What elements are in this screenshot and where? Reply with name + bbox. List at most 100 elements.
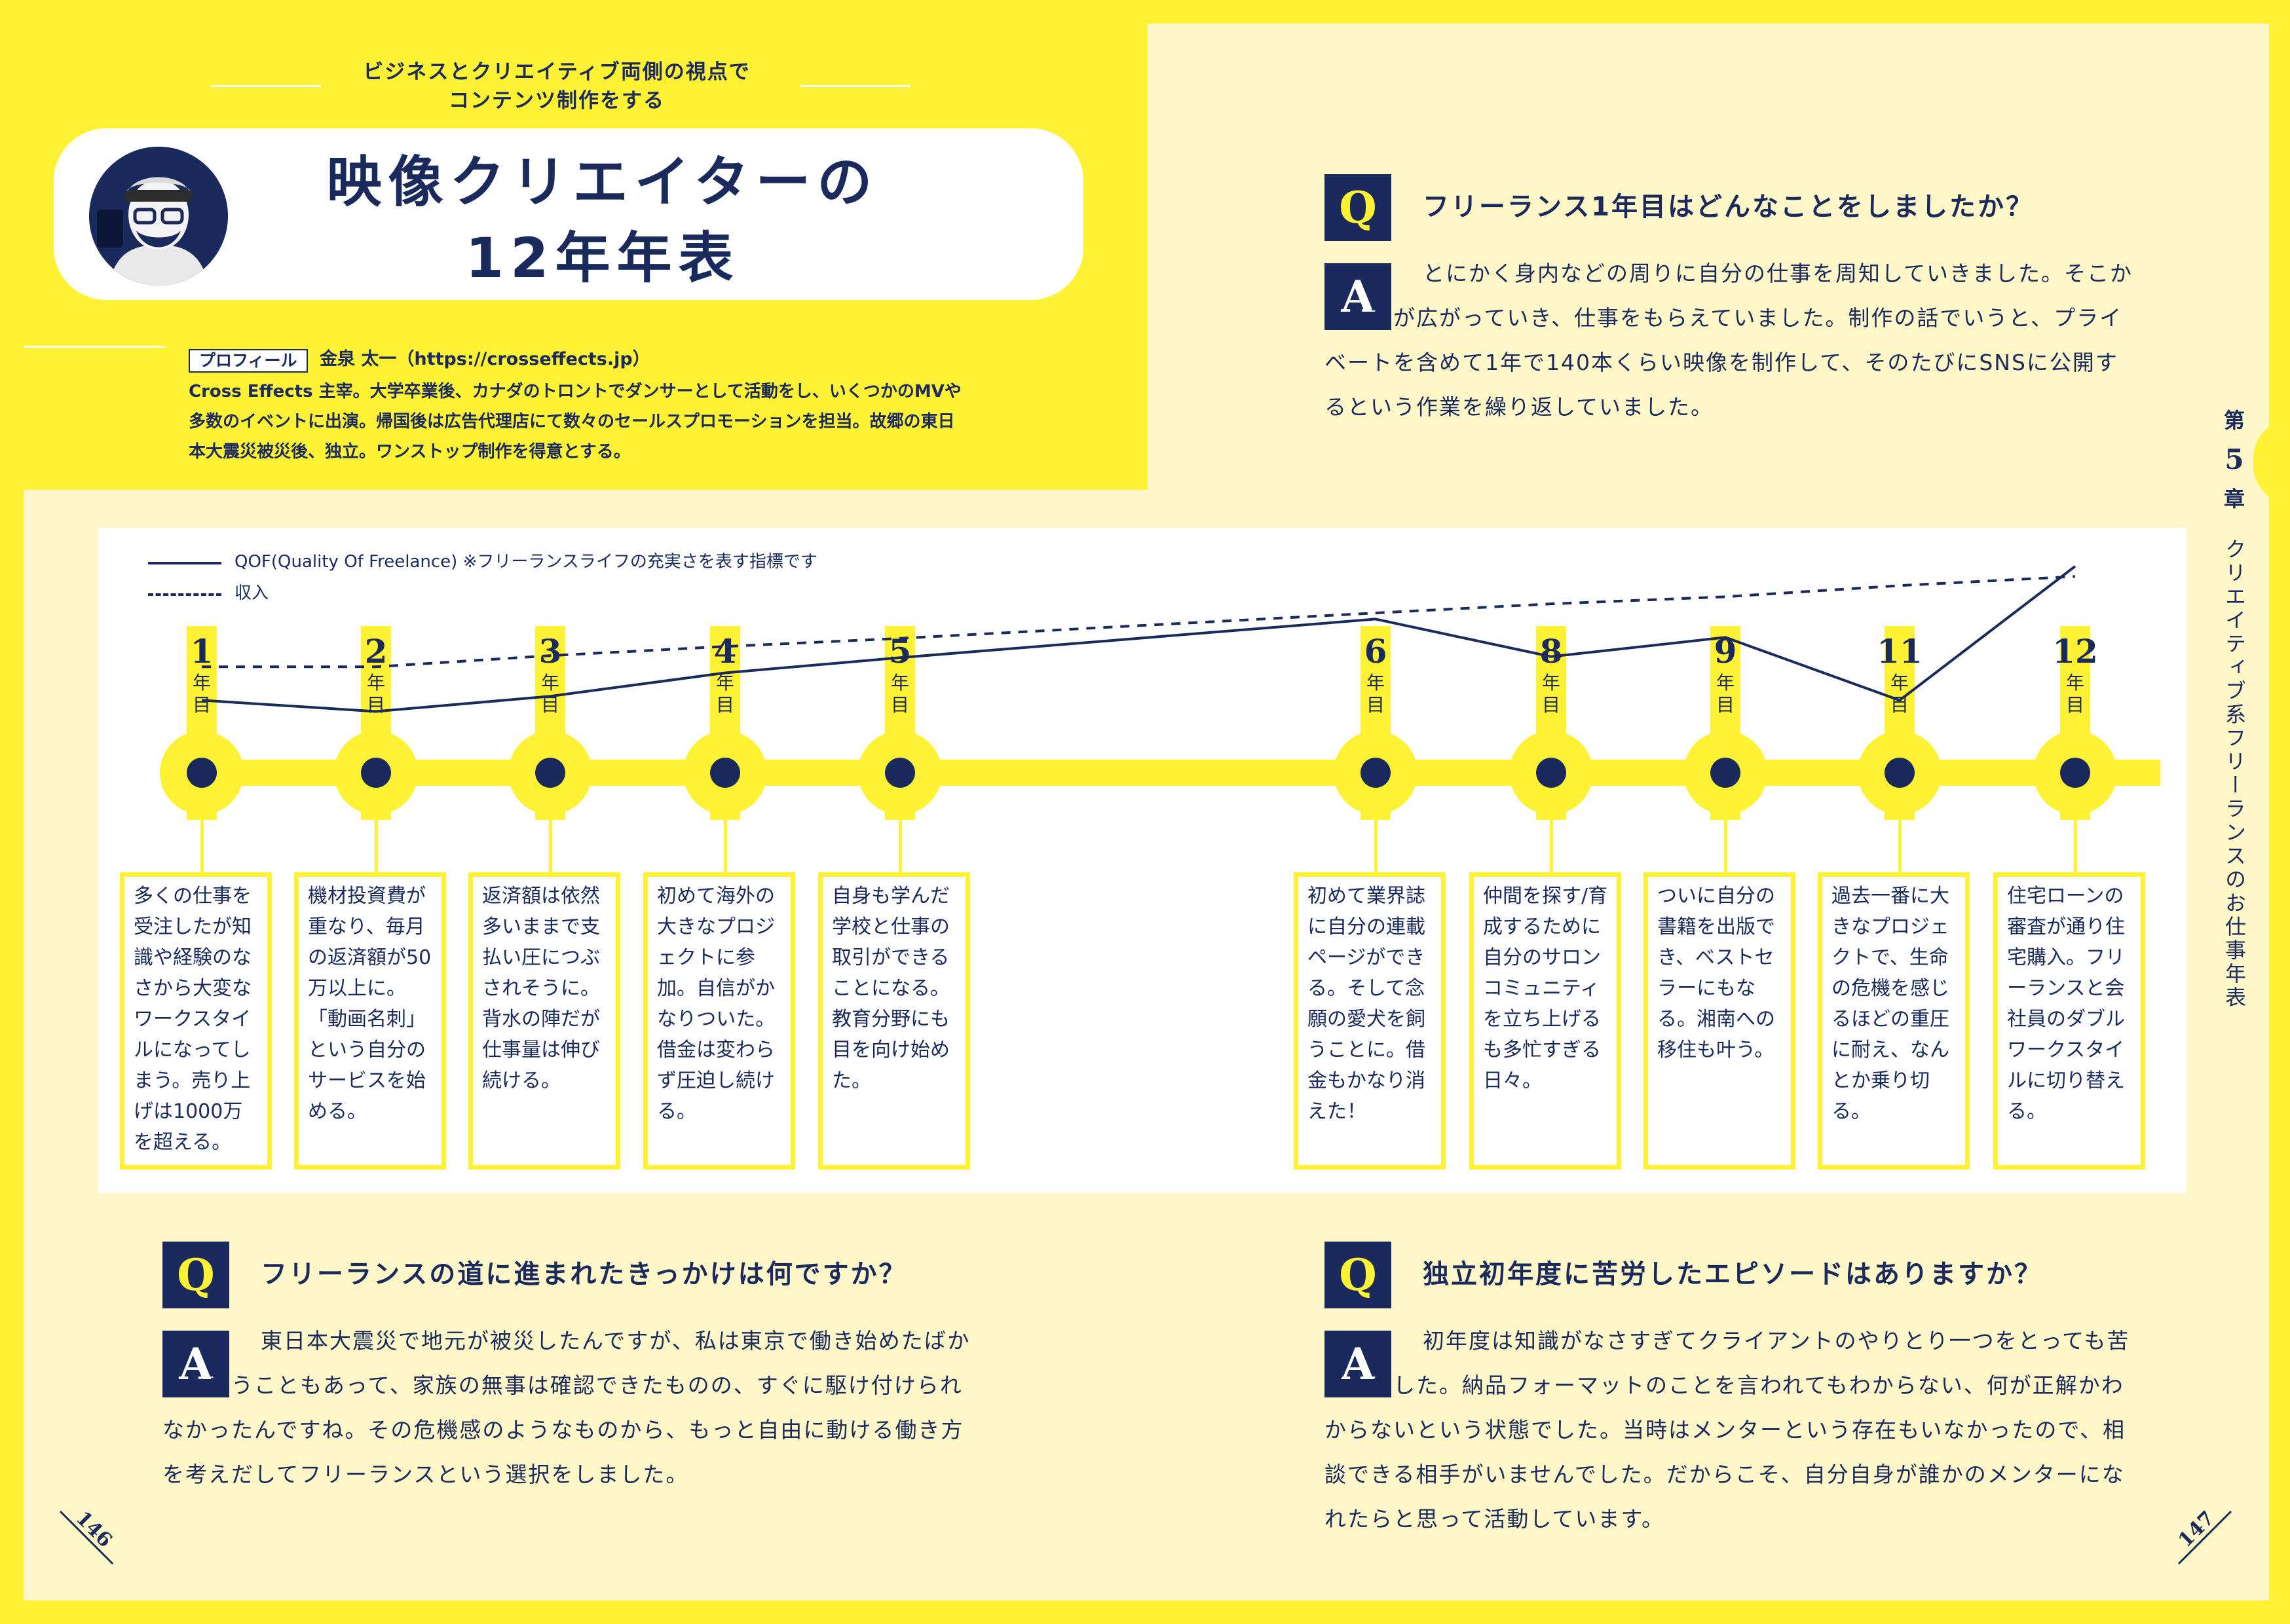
year-label: 年目 [890, 672, 909, 716]
timeline-stem [1724, 815, 1727, 877]
question-2: フリーランスの道に進まれたきっかけは何ですか？ [261, 1259, 907, 1289]
legend-dashed-label: 収入 [235, 583, 269, 603]
answer-1: とにかく身内などの周りに自分の仕事を周知していきました。そこから仕事が広がってい… [1324, 251, 2137, 430]
year-number: 6 [1364, 632, 1387, 671]
page-number-rule-right [2177, 1510, 2232, 1565]
answer-3-text: 初年度は知識がなさすぎてクライアントのやりとり一つをとっても苦労しました。納品フ… [1324, 1328, 2130, 1532]
chapter-number: 5 [2224, 443, 2244, 475]
legend-solid-line [148, 562, 221, 564]
profile-name: 金泉 太一（https://crosseffects.jp） [320, 349, 650, 369]
year-label: 年目 [715, 672, 734, 716]
year-number: 11 [1877, 632, 1923, 671]
event-text: 返済額は依然多いままで支払い圧につぶされそうに。背水の陣だが仕事量は伸び続ける。 [482, 885, 600, 1092]
chapter-post: 章 [2223, 487, 2245, 511]
event-text: 自身も学んだ学校と仕事の取引ができることになる。教育分野にも目を向け始めた。 [832, 885, 950, 1092]
year-number: 4 [713, 632, 737, 671]
kicker-rule-left [211, 85, 321, 87]
question-1: フリーランス1年目はどんなことをしましたか？ [1423, 192, 2035, 222]
year-number: 9 [1714, 632, 1737, 671]
event-text: 初めて業界誌に自分の連載ページができる。そして念願の愛犬を飼うことに。借金もかな… [1307, 885, 1425, 1123]
timeline-track [177, 760, 2160, 786]
kicker-line-1: ビジネスとクリエイティブ両側の視点で [363, 60, 751, 84]
timeline-dot [1361, 758, 1391, 788]
timeline-dot [187, 758, 217, 788]
q-icon: Q [1324, 1242, 1391, 1308]
year-number: 3 [538, 632, 562, 671]
event-card: 自身も学んだ学校と仕事の取引ができることになる。教育分野にも目を向け始めた。 [818, 872, 970, 1170]
event-card: 過去一番に大きなプロジェクトで、生命の危機を感じるほどの重圧に耐え、なんとか乗り… [1818, 872, 1970, 1170]
event-text: 過去一番に大きなプロジェクトで、生命の危機を感じるほどの重圧に耐え、なんとか乗り… [1831, 885, 1949, 1123]
event-card: 機材投資費が重なり、毎月の返済額が50万以上に。「動画名刺」という自分のサービス… [294, 872, 446, 1170]
event-card: 仲間を探す/育成するために自分のサロンコミュニティを立ち上げるも多忙すぎる日々。 [1469, 872, 1621, 1170]
year-label: 年目 [1541, 672, 1560, 716]
timeline-dot [885, 758, 915, 788]
answer-3: 初年度は知識がなさすぎてクライアントのやりとり一つをとっても苦労しました。納品フ… [1324, 1319, 2137, 1541]
avatar [85, 143, 232, 289]
a-icon: A [1324, 1331, 1391, 1397]
title-line-2: 12年年表 [465, 226, 740, 290]
page-number-rule-left [59, 1510, 114, 1565]
profile-rule [24, 346, 165, 348]
event-card: 住宅ローンの審査が通り住宅購入。フリーランスと会社員のダブルワークスタイルに切り… [1993, 872, 2145, 1170]
event-text: 多くの仕事を受注したが知識や経験のなさから大変なワークスタイルになってしまう。売… [134, 885, 252, 1154]
event-text: 機材投資費が重なり、毎月の返済額が50万以上に。「動画名刺」という自分のサービス… [308, 885, 432, 1123]
event-text: 仲間を探す/育成するために自分のサロンコミュニティを立ち上げるも多忙すぎる日々。 [1483, 885, 1608, 1092]
year-number: 12 [2052, 632, 2098, 671]
timeline-stem [724, 815, 727, 877]
kicker-rule-right [800, 85, 910, 87]
profile-body: Cross Effects 主宰。大学卒業後、カナダのトロントでダンサーとして活… [189, 382, 962, 462]
chapter-title: クリエイティブ系フリーランスのお仕事年表 [2222, 538, 2247, 1010]
question-3: 独立初年度に苦労したエピソードはありますか？ [1423, 1259, 2042, 1289]
timeline-stem [1374, 815, 1378, 877]
event-card: 多くの仕事を受注したが知識や経験のなさから大変なワークスタイルになってしまう。売… [120, 872, 272, 1170]
timeline-dot [2060, 758, 2090, 788]
timeline-dot [710, 758, 740, 788]
page-title: 映像クリエイターの 12年年表 [236, 144, 969, 296]
year-number: 8 [1539, 632, 1563, 671]
timeline-dot [1885, 758, 1915, 788]
timeline-stem [2074, 815, 2077, 877]
event-text: 初めて海外の大きなプロジェクトに参加。自信がかなりついた。借金は変わらず圧迫し続… [657, 885, 776, 1123]
year-label: 年目 [1890, 672, 1909, 716]
title-line-1: 映像クリエイターの [326, 150, 879, 214]
profile-tab: プロフィール [189, 349, 308, 373]
event-card: 返済額は依然多いままで支払い圧につぶされそうに。背水の陣だが仕事量は伸び続ける。 [468, 872, 620, 1170]
timeline-stem [1550, 815, 1553, 877]
year-label: 年目 [2065, 672, 2084, 716]
event-text: ついに自分の書籍を出版でき、ベストセラーにもなる。湘南への移住も叶う。 [1657, 885, 1775, 1061]
year-label: 年目 [540, 672, 559, 716]
kicker-line-2: コンテンツ制作をする [449, 89, 665, 113]
year-number: 2 [364, 632, 388, 671]
timeline-stem [375, 815, 378, 877]
answer-2: 東日本大震災で地元が被災したんですが、私は東京で働き始めたばかりということもあっ… [162, 1319, 975, 1497]
legend-dashed-line [148, 593, 221, 596]
legend-solid-label: QOF(Quality Of Freelance) ※フリーランスライフの充実さ… [235, 552, 817, 572]
year-label: 年目 [366, 672, 385, 716]
chapter-pre: 第 [2223, 408, 2245, 433]
kicker: ビジネスとクリエイティブ両側の視点で コンテンツ制作をする [262, 58, 852, 115]
event-text: 住宅ローンの審査が通り住宅購入。フリーランスと会社員のダブルワークスタイルに切り… [2007, 885, 2125, 1123]
answer-2-text: 東日本大震災で地元が被災したんですが、私は東京で働き始めたばかりということもあっ… [162, 1328, 971, 1487]
event-card: 初めて海外の大きなプロジェクトに参加。自信がかなりついた。借金は変わらず圧迫し続… [643, 872, 795, 1170]
chapter-label: 第 5 章 クリエイティブ系フリーランスのお仕事年表 [2219, 407, 2249, 1010]
event-card: 初めて業界誌に自分の連載ページができる。そして念願の愛犬を飼うことに。借金もかな… [1294, 872, 1446, 1170]
a-icon: A [1324, 263, 1391, 330]
q-icon: Q [162, 1242, 229, 1308]
timeline-dot [1710, 758, 1740, 788]
year-number: 1 [190, 632, 214, 671]
q-icon: Q [1324, 174, 1391, 241]
a-icon: A [162, 1331, 229, 1397]
timeline-stem [1898, 815, 1902, 877]
year-label: 年目 [192, 672, 211, 716]
answer-1-text: とにかく身内などの周りに自分の仕事を周知していきました。そこから仕事が広がってい… [1324, 261, 2133, 420]
year-label: 年目 [1366, 672, 1385, 716]
year-number: 5 [888, 632, 912, 671]
timeline-dot [1536, 758, 1566, 788]
timeline-stem [549, 815, 552, 877]
timeline-dot [361, 758, 391, 788]
event-card: ついに自分の書籍を出版でき、ベストセラーにもなる。湘南への移住も叶う。 [1643, 872, 1795, 1170]
timeline-dot [535, 758, 565, 788]
timeline-stem [899, 815, 902, 877]
year-label: 年目 [1716, 672, 1735, 716]
timeline-stem [200, 815, 204, 877]
